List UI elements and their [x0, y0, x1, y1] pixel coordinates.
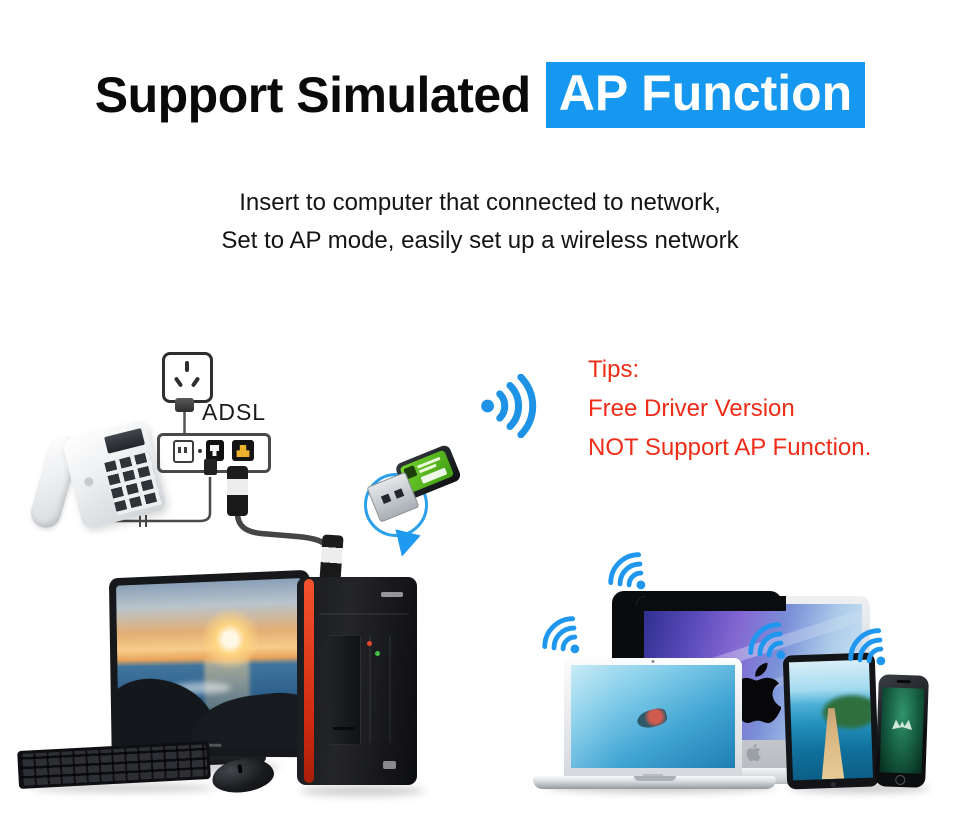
- subtitle-line-2: Set to AP mode, easily set up a wireless…: [221, 227, 739, 254]
- monitor-screen: [116, 578, 305, 750]
- adsl-modem-label: ADSL: [202, 399, 267, 425]
- power-led: [367, 641, 372, 646]
- tips-line-2: NOT Support AP Function.: [588, 434, 872, 461]
- port-pin: [178, 447, 181, 453]
- page-title: Support Simulated AP Function: [0, 62, 960, 128]
- tips-line-1: Free Driver Version: [588, 395, 795, 422]
- wifi-signal-icon: [608, 552, 646, 590]
- phone-speaker: [83, 476, 95, 488]
- modem-lan-port: [232, 440, 254, 461]
- apple-logo-icon: [731, 662, 781, 724]
- tips-heading: Tips:: [588, 356, 640, 383]
- laptop-lid-notch: [633, 776, 676, 781]
- apple-logo-icon: [746, 743, 761, 762]
- smartphone-screen: [879, 687, 925, 774]
- title-highlight-badge: AP Function: [545, 62, 866, 128]
- bay-line: [389, 635, 391, 743]
- laptop-brand-mark: [643, 773, 663, 776]
- desk-phone: [27, 414, 168, 552]
- tower-shadow: [300, 786, 425, 796]
- ethernet-cable: [234, 510, 332, 551]
- tablet-home-button: [830, 781, 836, 788]
- tablet-screen: [788, 659, 873, 781]
- subtitle: Insert to computer that connected to net…: [0, 184, 960, 260]
- modem-led: [198, 449, 202, 453]
- mouse-wheel: [237, 764, 243, 774]
- tower-red-stripe: [304, 579, 314, 783]
- bay-line: [369, 635, 371, 743]
- power-plug: [175, 398, 194, 412]
- optical-drive-bay: [329, 635, 361, 745]
- port-pin: [184, 447, 187, 453]
- rj45-port-icon: [236, 445, 250, 457]
- socket-slot: [190, 376, 201, 388]
- laptop-base: [533, 776, 776, 789]
- laptop-display: [564, 658, 742, 778]
- usb-wifi-adapter: [352, 440, 476, 564]
- modem-phone-port: [206, 440, 224, 461]
- phone-ear-speaker: [896, 679, 911, 684]
- phone-body: [61, 419, 168, 530]
- usb-pin-hole: [393, 488, 405, 499]
- drive-eject-slot: [333, 727, 355, 730]
- phone-home-button: [895, 774, 906, 786]
- laptop-camera: [651, 660, 655, 663]
- hdd-led: [375, 651, 380, 656]
- subtitle-line-1: Insert to computer that connected to net…: [239, 189, 721, 216]
- devices-shadow: [790, 783, 930, 793]
- modem-power-port: [173, 440, 194, 463]
- tower-emblem: [383, 761, 396, 769]
- socket-slot: [173, 376, 184, 388]
- socket-slot: [185, 361, 189, 372]
- imac-black-bezel: [636, 596, 786, 611]
- phone-keypad: [104, 451, 162, 516]
- smartphone: [875, 674, 929, 788]
- desktop-monitor: [108, 569, 313, 758]
- wifi-signal-icon: [748, 622, 786, 660]
- wifi-signal-icon: [542, 616, 580, 654]
- wallpaper-emblem: [892, 718, 912, 730]
- keyboard-keys: [20, 744, 208, 786]
- underwater-light-rays: [571, 665, 688, 768]
- desktop-tower: [297, 577, 417, 785]
- rj11-port-icon: [210, 445, 219, 456]
- phone-display: [104, 428, 146, 454]
- tower-seam: [319, 613, 409, 615]
- wifi-signal-icon: [848, 628, 886, 666]
- tower-brand-mark: [381, 592, 403, 597]
- power-socket-icon: [162, 352, 213, 403]
- rj45-connector: [227, 466, 248, 516]
- down-arrow-icon: [389, 529, 421, 560]
- title-text: Support Simulated: [94, 67, 531, 123]
- laptop-screen: [571, 665, 735, 768]
- usb-pin-hole: [380, 493, 392, 505]
- keyboard-shadow: [30, 784, 215, 792]
- keyboard: [17, 741, 211, 789]
- wifi-signal-icon: [481, 374, 537, 438]
- tips-block: Tips: Free Driver Version NOT Support AP…: [588, 350, 871, 467]
- rj11-connector: [204, 459, 217, 475]
